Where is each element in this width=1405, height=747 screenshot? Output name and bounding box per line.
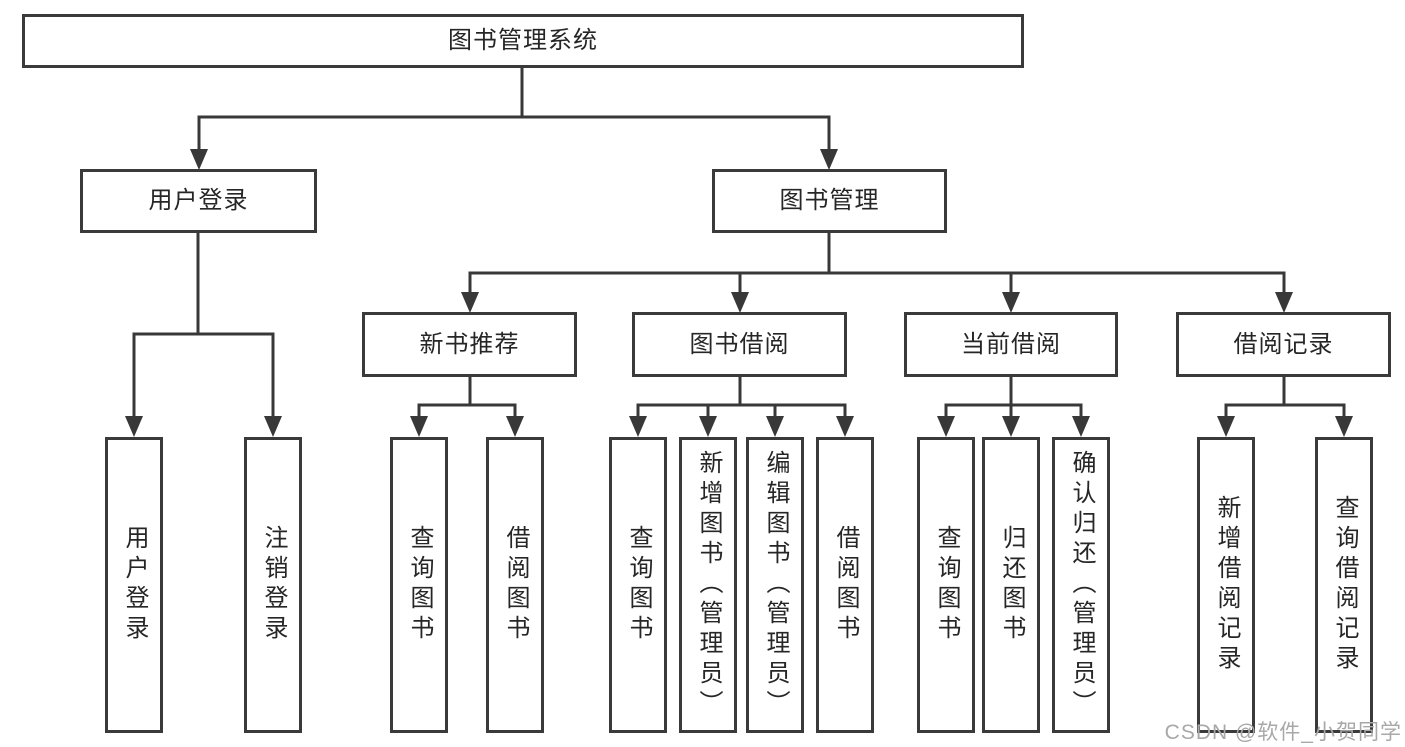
node-book-management: 图书管理: [712, 169, 947, 233]
arrowheads: [125, 149, 1353, 437]
leaf-borrow-books-borrow: 借阅图书: [816, 437, 874, 733]
leaf-query-books-recommend: 查询图书: [390, 437, 448, 733]
leaf-query-borrow-record: 查询借阅记录: [1315, 437, 1373, 733]
leaf-logout: 注销登录: [244, 437, 302, 733]
node-book-borrow: 图书借阅: [632, 312, 847, 377]
node-current-borrow: 当前借阅: [904, 312, 1118, 377]
leaf-confirm-return-admin: 确认归还（管理员）: [1052, 437, 1110, 733]
leaf-user-login: 用户登录: [105, 437, 163, 733]
leaf-add-borrow-record: 新增借阅记录: [1197, 437, 1255, 733]
leaf-borrow-books-recommend: 借阅图书: [486, 437, 544, 733]
node-root: 图书管理系统: [22, 14, 1024, 68]
node-user-login: 用户登录: [80, 169, 317, 233]
leaf-return-book: 归还图书: [982, 437, 1040, 733]
node-borrow-records: 借阅记录: [1176, 312, 1391, 377]
leaf-add-book-admin: 新增图书（管理员）: [679, 437, 737, 733]
watermark: CSDN @软件_小贺同学: [1164, 721, 1402, 744]
leaf-edit-book-admin: 编辑图书（管理员）: [746, 437, 804, 733]
leaf-query-books-borrow: 查询图书: [609, 437, 667, 733]
node-new-book-recommend: 新书推荐: [362, 312, 577, 377]
leaf-query-books-current: 查询图书: [917, 437, 975, 733]
